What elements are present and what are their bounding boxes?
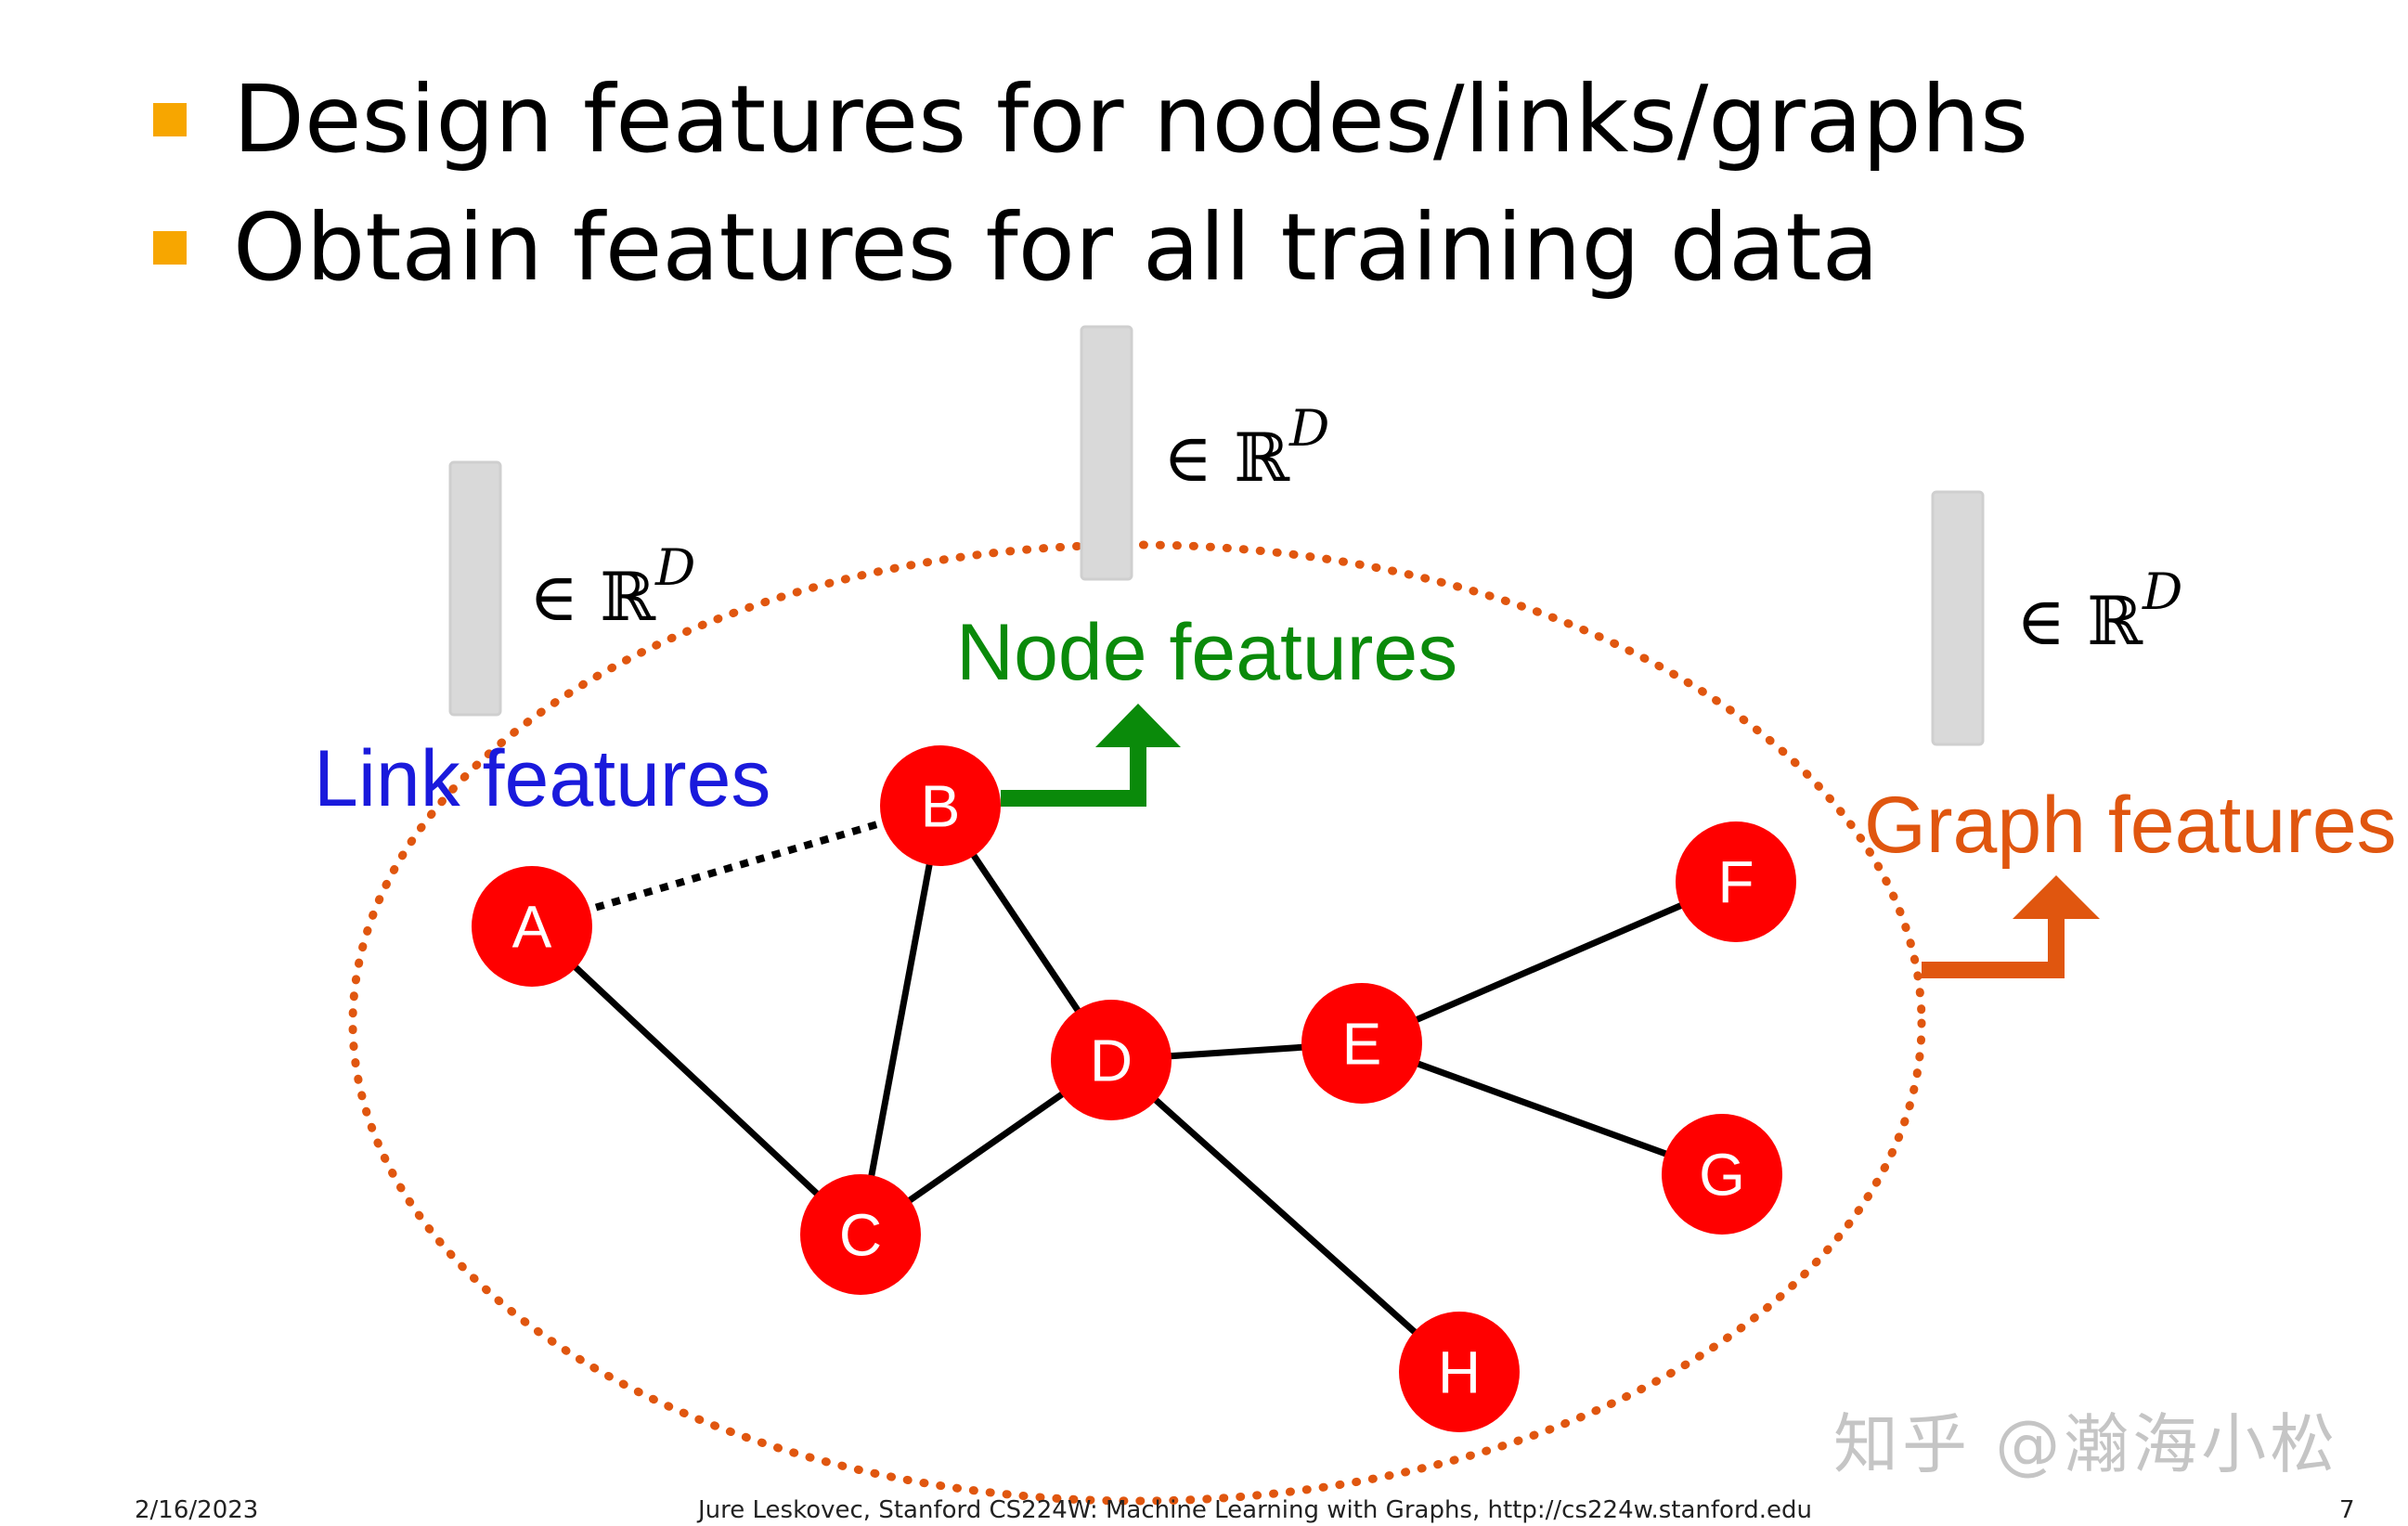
node-h: H: [1399, 1312, 1520, 1432]
edge-a-c: [529, 924, 863, 1237]
watermark: 知乎 @瀚海小松: [1833, 1406, 2339, 1482]
node-b: B: [880, 745, 1001, 866]
edge-d-h: [1108, 1057, 1462, 1375]
bullet-item: Obtain features for all training data: [153, 184, 2028, 312]
page-number: 7: [2339, 1496, 2355, 1524]
node-b-label: B: [921, 772, 961, 839]
node-e-label: E: [1342, 1010, 1382, 1077]
edge-a-b-dotted: [530, 802, 942, 930]
node-c: C: [800, 1174, 921, 1295]
graph-feature-arrow: [1922, 914, 2065, 978]
node-d: D: [1051, 1000, 1172, 1120]
node-f: F: [1676, 821, 1796, 942]
graph-boundary: [348, 540, 1926, 1506]
link-feature-vector: [448, 460, 502, 717]
bullet-list: Design features for nodes/links/graphs O…: [153, 56, 2028, 312]
graph-vector-space-label: ∈ ℝD: [2016, 563, 2182, 660]
edge-e-g: [1360, 1040, 1724, 1178]
node-h-label: H: [1438, 1338, 1481, 1405]
graph-features-label: Graph features: [1864, 781, 2397, 870]
node-vector-space-label: ∈ ℝD: [1163, 399, 1329, 497]
edge-e-f: [1360, 878, 1738, 1047]
node-g-label: G: [1699, 1141, 1745, 1208]
node-f-label: F: [1717, 848, 1754, 915]
node-a-label: A: [512, 893, 552, 960]
bullet-square-icon: [153, 231, 187, 265]
node-feature-arrowhead: [1095, 704, 1181, 747]
bullet-item: Design features for nodes/links/graphs: [153, 56, 2028, 184]
node-e: E: [1301, 983, 1422, 1104]
bullet-text: Obtain features for all training data: [233, 193, 1879, 302]
link-vector-space-label: ∈ ℝD: [529, 538, 695, 636]
graph-feature-arrowhead: [2013, 875, 2100, 919]
node-feature-arrow: [1001, 743, 1146, 807]
node-a: A: [472, 866, 592, 987]
node-g: G: [1662, 1114, 1782, 1235]
footer-credit: Jure Leskovec, Stanford CS224W: Machine …: [698, 1496, 1812, 1524]
node-d-label: D: [1090, 1027, 1133, 1093]
node-c-label: C: [839, 1201, 882, 1268]
graph-feature-vector: [1931, 490, 1985, 746]
footer-date: 2/16/2023: [135, 1496, 259, 1524]
bullet-square-icon: [153, 103, 187, 136]
bullet-text: Design features for nodes/links/graphs: [233, 65, 2029, 174]
edge-b-c: [857, 805, 944, 1235]
node-feature-vector: [1080, 325, 1133, 581]
link-features-label: Link features: [314, 734, 770, 823]
node-features-label: Node features: [956, 608, 1457, 697]
